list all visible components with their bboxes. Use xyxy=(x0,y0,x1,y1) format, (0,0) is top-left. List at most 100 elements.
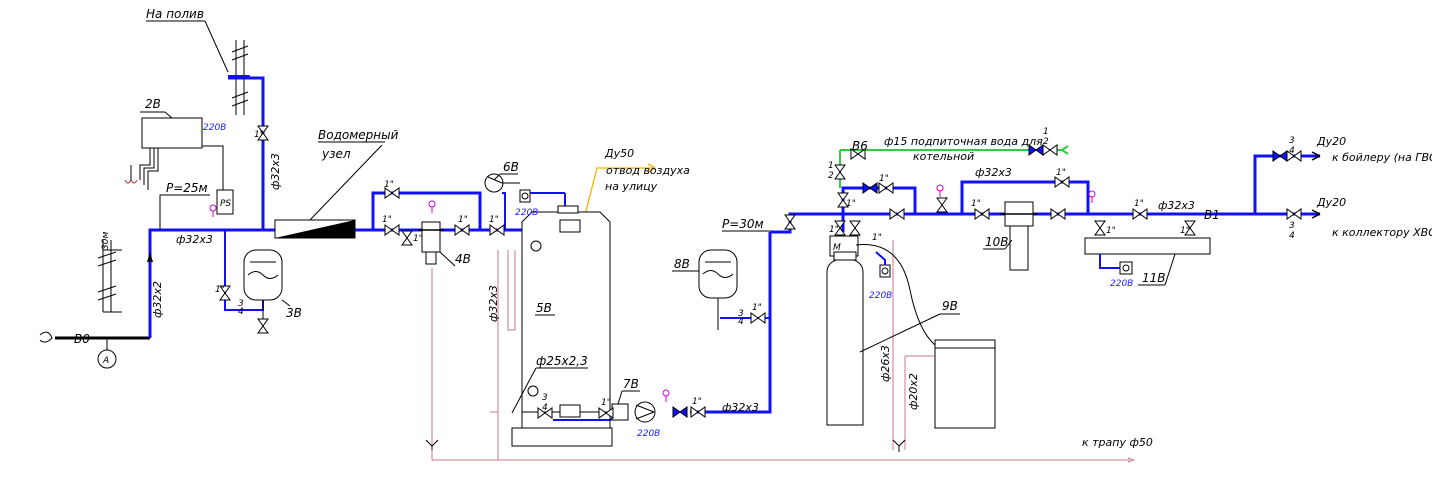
irrigation-pipe xyxy=(228,76,265,230)
label-9b: 9В xyxy=(942,299,958,313)
label-pipe-15: ф15 подпиточная вода для xyxy=(884,135,1043,148)
dn-three-quarter-tank5: 3 4 xyxy=(542,393,548,413)
label-7b: 7В xyxy=(623,377,639,391)
gauge-softener xyxy=(936,184,944,198)
valve-collector[interactable] xyxy=(1286,208,1302,220)
valve-filter10-in[interactable] xyxy=(974,208,990,220)
label-vodomer-1: Водомерный xyxy=(318,128,399,142)
gauge-main xyxy=(209,204,217,218)
dn-three-quarter-3b: 3 4 xyxy=(238,299,244,317)
filter-10b xyxy=(1000,201,1038,271)
valve-filter10-bypass[interactable] xyxy=(1054,176,1070,188)
dn-uv-out: 1" xyxy=(1180,226,1190,236)
label-m: М xyxy=(833,243,841,253)
label-4b: 4В xyxy=(455,252,471,266)
flow-arrow xyxy=(147,252,153,262)
valve-tank3-drain[interactable] xyxy=(257,318,269,334)
label-du50: Ду50 xyxy=(604,147,634,160)
label-b6: В6 xyxy=(852,139,868,153)
valve-filter-out[interactable] xyxy=(454,224,470,236)
valve-p30-drain[interactable] xyxy=(784,214,796,230)
sockets xyxy=(875,251,891,278)
dn-three-quarter-8b: 3 4 xyxy=(738,309,744,327)
valve-meter-out[interactable] xyxy=(384,224,400,236)
valve-softener-bypass[interactable] xyxy=(878,182,894,194)
valve-tank8[interactable] xyxy=(750,312,766,324)
svg-text:4: 4 xyxy=(542,403,548,413)
label-b0: В0 xyxy=(74,332,90,346)
dn-pump7-out: 1" xyxy=(692,397,702,407)
valve-makeup-riser[interactable] xyxy=(834,164,846,180)
label-air-2: на улицу xyxy=(605,180,658,193)
label-pipe-20x2: ф20х2 xyxy=(907,373,920,410)
valve-filter10-out[interactable] xyxy=(1050,208,1066,220)
label-3b: 3В xyxy=(286,306,302,320)
valve-uv-bypass[interactable] xyxy=(1132,208,1148,220)
svg-text:3: 3 xyxy=(738,309,744,319)
label-10b: 10В xyxy=(985,235,1009,249)
check-valve-boiler[interactable] xyxy=(1272,150,1288,162)
label-2b: 2В xyxy=(145,97,161,111)
label-220v-6b: 220В xyxy=(515,208,538,218)
valves[interactable] xyxy=(219,125,1302,419)
label-kotelnoy: котельной xyxy=(913,150,974,163)
valve-test-point[interactable] xyxy=(936,197,948,213)
label-to-drain: к трапу ф50 xyxy=(1082,436,1153,449)
label-air-1: отвод воздуха xyxy=(606,164,690,177)
svg-text:4: 4 xyxy=(238,307,244,317)
label-p30: P=30м xyxy=(722,217,764,231)
valve-tank5-in[interactable] xyxy=(489,224,505,236)
label-220v-11b: 220В xyxy=(1110,279,1133,289)
dn-half-riser: 1 2 xyxy=(828,161,834,181)
svg-text:1: 1 xyxy=(828,161,834,171)
label-220v-2b: 220В xyxy=(203,123,226,133)
left-wall xyxy=(97,240,122,313)
dn-half-makeup: 1 2 xyxy=(1043,127,1049,147)
svg-text:3: 3 xyxy=(1289,136,1295,146)
valve-uv-in[interactable] xyxy=(1094,220,1106,236)
label-pipe-32x3-b: ф32х3 xyxy=(269,153,282,190)
label-to-collector: к коллектору ХВС xyxy=(1332,226,1432,239)
label-to-boiler: к бойлеру (на ГВС xyxy=(1332,151,1432,164)
svg-text:4: 4 xyxy=(1289,231,1295,241)
gauge-filter xyxy=(428,200,436,214)
valve-softener-head-2[interactable] xyxy=(849,220,861,236)
label-pipe-26x3: ф26х3 xyxy=(879,345,892,382)
check-valve-softener[interactable] xyxy=(862,182,878,194)
gauge-uv xyxy=(1088,190,1096,204)
p25-leader xyxy=(159,194,210,230)
air-vent-line xyxy=(584,167,655,216)
label-du20-top: Ду20 xyxy=(1316,135,1346,148)
gauge-pump7 xyxy=(662,389,670,403)
check-valve-pump7[interactable] xyxy=(672,406,688,418)
valve-drain-4b[interactable] xyxy=(401,230,413,246)
valve-softener-out[interactable] xyxy=(889,208,905,220)
label-du20-bottom: Ду20 xyxy=(1316,196,1346,209)
bypass-pipe xyxy=(371,191,482,230)
valve-pump7-out[interactable] xyxy=(690,406,706,418)
label-pipe-25x2-3: ф25х2,3 xyxy=(536,354,588,368)
storage-tank-5b xyxy=(511,205,613,447)
label-5b: 5В xyxy=(536,301,552,315)
label-pipe-32x3-f: ф32х3 xyxy=(1158,199,1195,212)
drain-funnel-2 xyxy=(892,439,906,452)
dn-uv-in: 1" xyxy=(1106,226,1116,236)
dn-filter10-bypass: 1" xyxy=(1056,168,1066,178)
svg-text:2: 2 xyxy=(828,171,834,181)
dn-bypass: 1" xyxy=(384,180,394,190)
dn-softener-b: 1" xyxy=(872,233,882,243)
ps-line xyxy=(200,145,224,190)
filter-4b xyxy=(418,221,444,265)
label-ps: PS xyxy=(220,199,231,209)
label-pipe-32x2: ф32х2 xyxy=(151,281,164,318)
pump-discharge-pipe xyxy=(690,232,772,414)
label-b1: В1 xyxy=(1204,208,1220,222)
label-a: А xyxy=(102,356,109,366)
pressure-switch xyxy=(216,189,234,215)
drain-tank5-loop xyxy=(507,250,516,331)
svg-text:4: 4 xyxy=(738,317,744,327)
dn-three-quarter-collector: 3 4 xyxy=(1289,221,1295,241)
filter-bypass xyxy=(960,180,1090,214)
makeup-arrow xyxy=(1061,145,1069,155)
